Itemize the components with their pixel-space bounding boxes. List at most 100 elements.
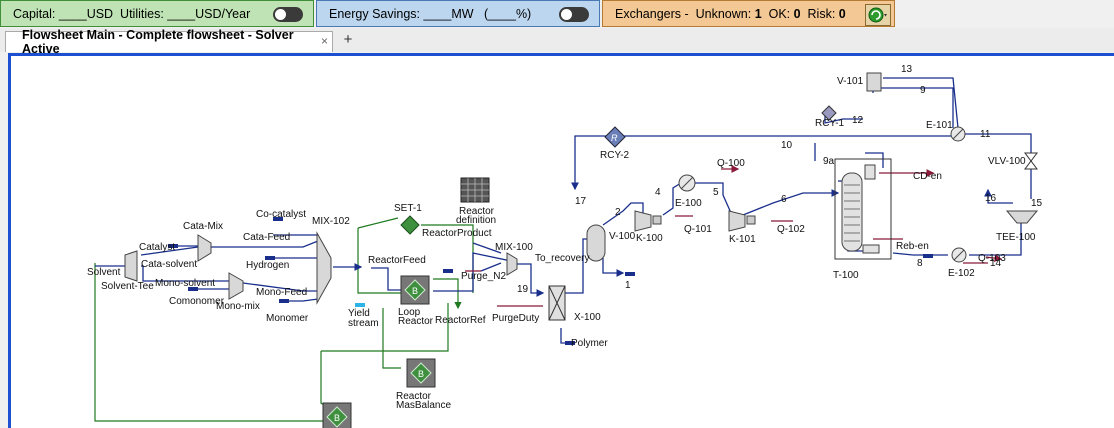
ok-label: OK: [768, 6, 791, 21]
label-reactor-masbalance-2: MasBalance [396, 400, 451, 411]
mono-mix-unit[interactable] [228, 272, 244, 300]
v-100-vessel[interactable] [586, 224, 606, 262]
label-stream-17: 17 [575, 196, 587, 207]
label-q-103: Q-103 [978, 253, 1006, 264]
label-mix-100: MIX-100 [495, 242, 533, 253]
label-stream-11: 11 [980, 129, 991, 140]
capital-panel: Capital: ____USD Utilities: ____USD/Year [0, 0, 314, 27]
label-rcy-1: RCY-1 [815, 118, 845, 129]
label-set-1: SET-1 [394, 203, 422, 214]
label-polymer: Polymer [571, 338, 608, 349]
energy-panel: Energy Savings: ____MW (____%) [316, 0, 600, 27]
set-1-unit[interactable] [400, 215, 420, 235]
label-stream-5: 5 [713, 187, 719, 198]
e-100-heater[interactable] [678, 174, 696, 192]
tab-bar: Flowsheet Main - Complete flowsheet - So… [0, 28, 1114, 56]
mix-102-unit[interactable] [316, 231, 332, 305]
label-rcy-2: RCY-2 [600, 150, 630, 161]
label-stream-2: 2 [615, 207, 621, 218]
unknown-count: 1 [754, 6, 762, 21]
reactor-masbalance-unit[interactable]: B [406, 358, 436, 388]
flowsheet-diagram: B B B R [87, 64, 1043, 428]
label-reactor-definition-2: definition [456, 215, 496, 226]
exchanger-status-button[interactable] [865, 4, 891, 26]
label-reactor-definition-1: Reactor [459, 206, 495, 217]
t-100-column[interactable] [834, 158, 892, 260]
k-101-compressor[interactable] [728, 210, 756, 232]
label-to-recovery: To_recovery [535, 253, 589, 264]
k-100-compressor[interactable] [634, 210, 662, 232]
svg-text:B: B [412, 286, 418, 296]
tee-100-unit[interactable] [1005, 210, 1039, 224]
energy-toggle[interactable] [559, 7, 589, 22]
refresh-icon [868, 7, 887, 23]
label-monomer: Monomer [266, 313, 309, 324]
label-v-101: V-101 [837, 76, 864, 87]
label-mono-feed: Mono-Feed [256, 287, 307, 298]
capital-unit: USD [86, 6, 114, 21]
label-q-100: Q-100 [717, 158, 745, 169]
exchangers-label: Exchangers - [615, 6, 689, 21]
label-k-100: K-100 [636, 233, 663, 244]
label-stream-12: 12 [852, 115, 864, 126]
label-reactor-feed: ReactorFeed [368, 255, 426, 266]
label-t-100: T-100 [833, 270, 859, 281]
solvent-tee-unit[interactable] [124, 250, 138, 282]
svg-text:B: B [418, 369, 424, 379]
label-stream-16: 16 [985, 193, 997, 204]
label-e-101: E-101 [926, 120, 953, 131]
energy-streams [465, 165, 1003, 307]
risk-count: 0 [838, 6, 846, 21]
mix-100-unit[interactable] [506, 252, 518, 276]
label-stream-6: 6 [781, 194, 787, 205]
flowsheet-canvas[interactable]: B B B R [8, 53, 1114, 428]
label-k-101: K-101 [729, 234, 756, 245]
label-reactor-product: ReactorProduct [422, 228, 492, 239]
label-mono-mix: Mono-mix [216, 301, 260, 312]
ok-count: 0 [793, 6, 801, 21]
rcy-2-unit[interactable]: R [604, 126, 626, 148]
tab-flowsheet-main[interactable]: Flowsheet Main - Complete flowsheet - So… [5, 28, 333, 56]
close-icon[interactable]: × [320, 34, 328, 48]
label-solvent-tee: Solvent-Tee [101, 281, 154, 292]
label-v-100: V-100 [609, 231, 636, 242]
label-q-102: Q-102 [777, 224, 805, 235]
label-comonomer: Comonomer [169, 296, 225, 307]
v-101-vessel[interactable] [866, 72, 882, 92]
label-x-100: X-100 [574, 312, 601, 323]
label-purge-duty: PurgeDuty [492, 313, 539, 324]
label-stream-10: 10 [781, 140, 793, 151]
label-cd-en: CD-en [913, 171, 942, 182]
label-tee-100: TEE-100 [996, 232, 1036, 243]
spreadsheet-icon[interactable] [460, 177, 490, 203]
label-stream-9: 9 [920, 85, 926, 96]
balance-block-bottom[interactable]: B [322, 402, 352, 428]
add-tab-button[interactable]: + [343, 31, 353, 48]
cata-mix-unit[interactable] [197, 234, 212, 262]
yield-stream-marker[interactable] [355, 303, 365, 307]
capital-label: Capital: [13, 6, 56, 21]
energy-label: Energy Savings: [329, 6, 421, 21]
label-yield-stream-1: Yield [348, 308, 370, 319]
e-101-exchanger[interactable] [950, 126, 966, 142]
utilities-value: ____ [167, 6, 196, 21]
label-stream-8: 8 [917, 258, 923, 269]
tab-flowsheet-main-label: Flowsheet Main - Complete flowsheet - So… [22, 28, 294, 56]
x-100-unit[interactable] [548, 285, 566, 321]
e-102-exchanger[interactable] [951, 247, 967, 263]
feed-stubs [168, 217, 933, 345]
rcy-1-unit[interactable] [821, 105, 837, 121]
exchangers-panel: Exchangers - Unknown: 1 OK: 0 Risk: 0 [602, 0, 895, 27]
label-solvent: Solvent [87, 267, 121, 278]
loop-reactor-unit[interactable]: B [400, 275, 430, 305]
label-mix-102: MIX-102 [312, 216, 350, 227]
label-loop-reactor-2: Reactor [398, 316, 434, 327]
label-catalyst: Catalyst [139, 242, 175, 253]
label-mono-solvent: Mono-solvent [155, 278, 215, 289]
label-stream-14: 14 [990, 258, 1002, 269]
label-stream-9a: 9a [823, 156, 835, 167]
unknown-label: Unknown: [695, 6, 752, 21]
label-purge-n2: Purge_N2 [461, 271, 506, 282]
vlv-100-valve[interactable] [1024, 152, 1038, 170]
capital-toggle[interactable] [273, 7, 303, 22]
